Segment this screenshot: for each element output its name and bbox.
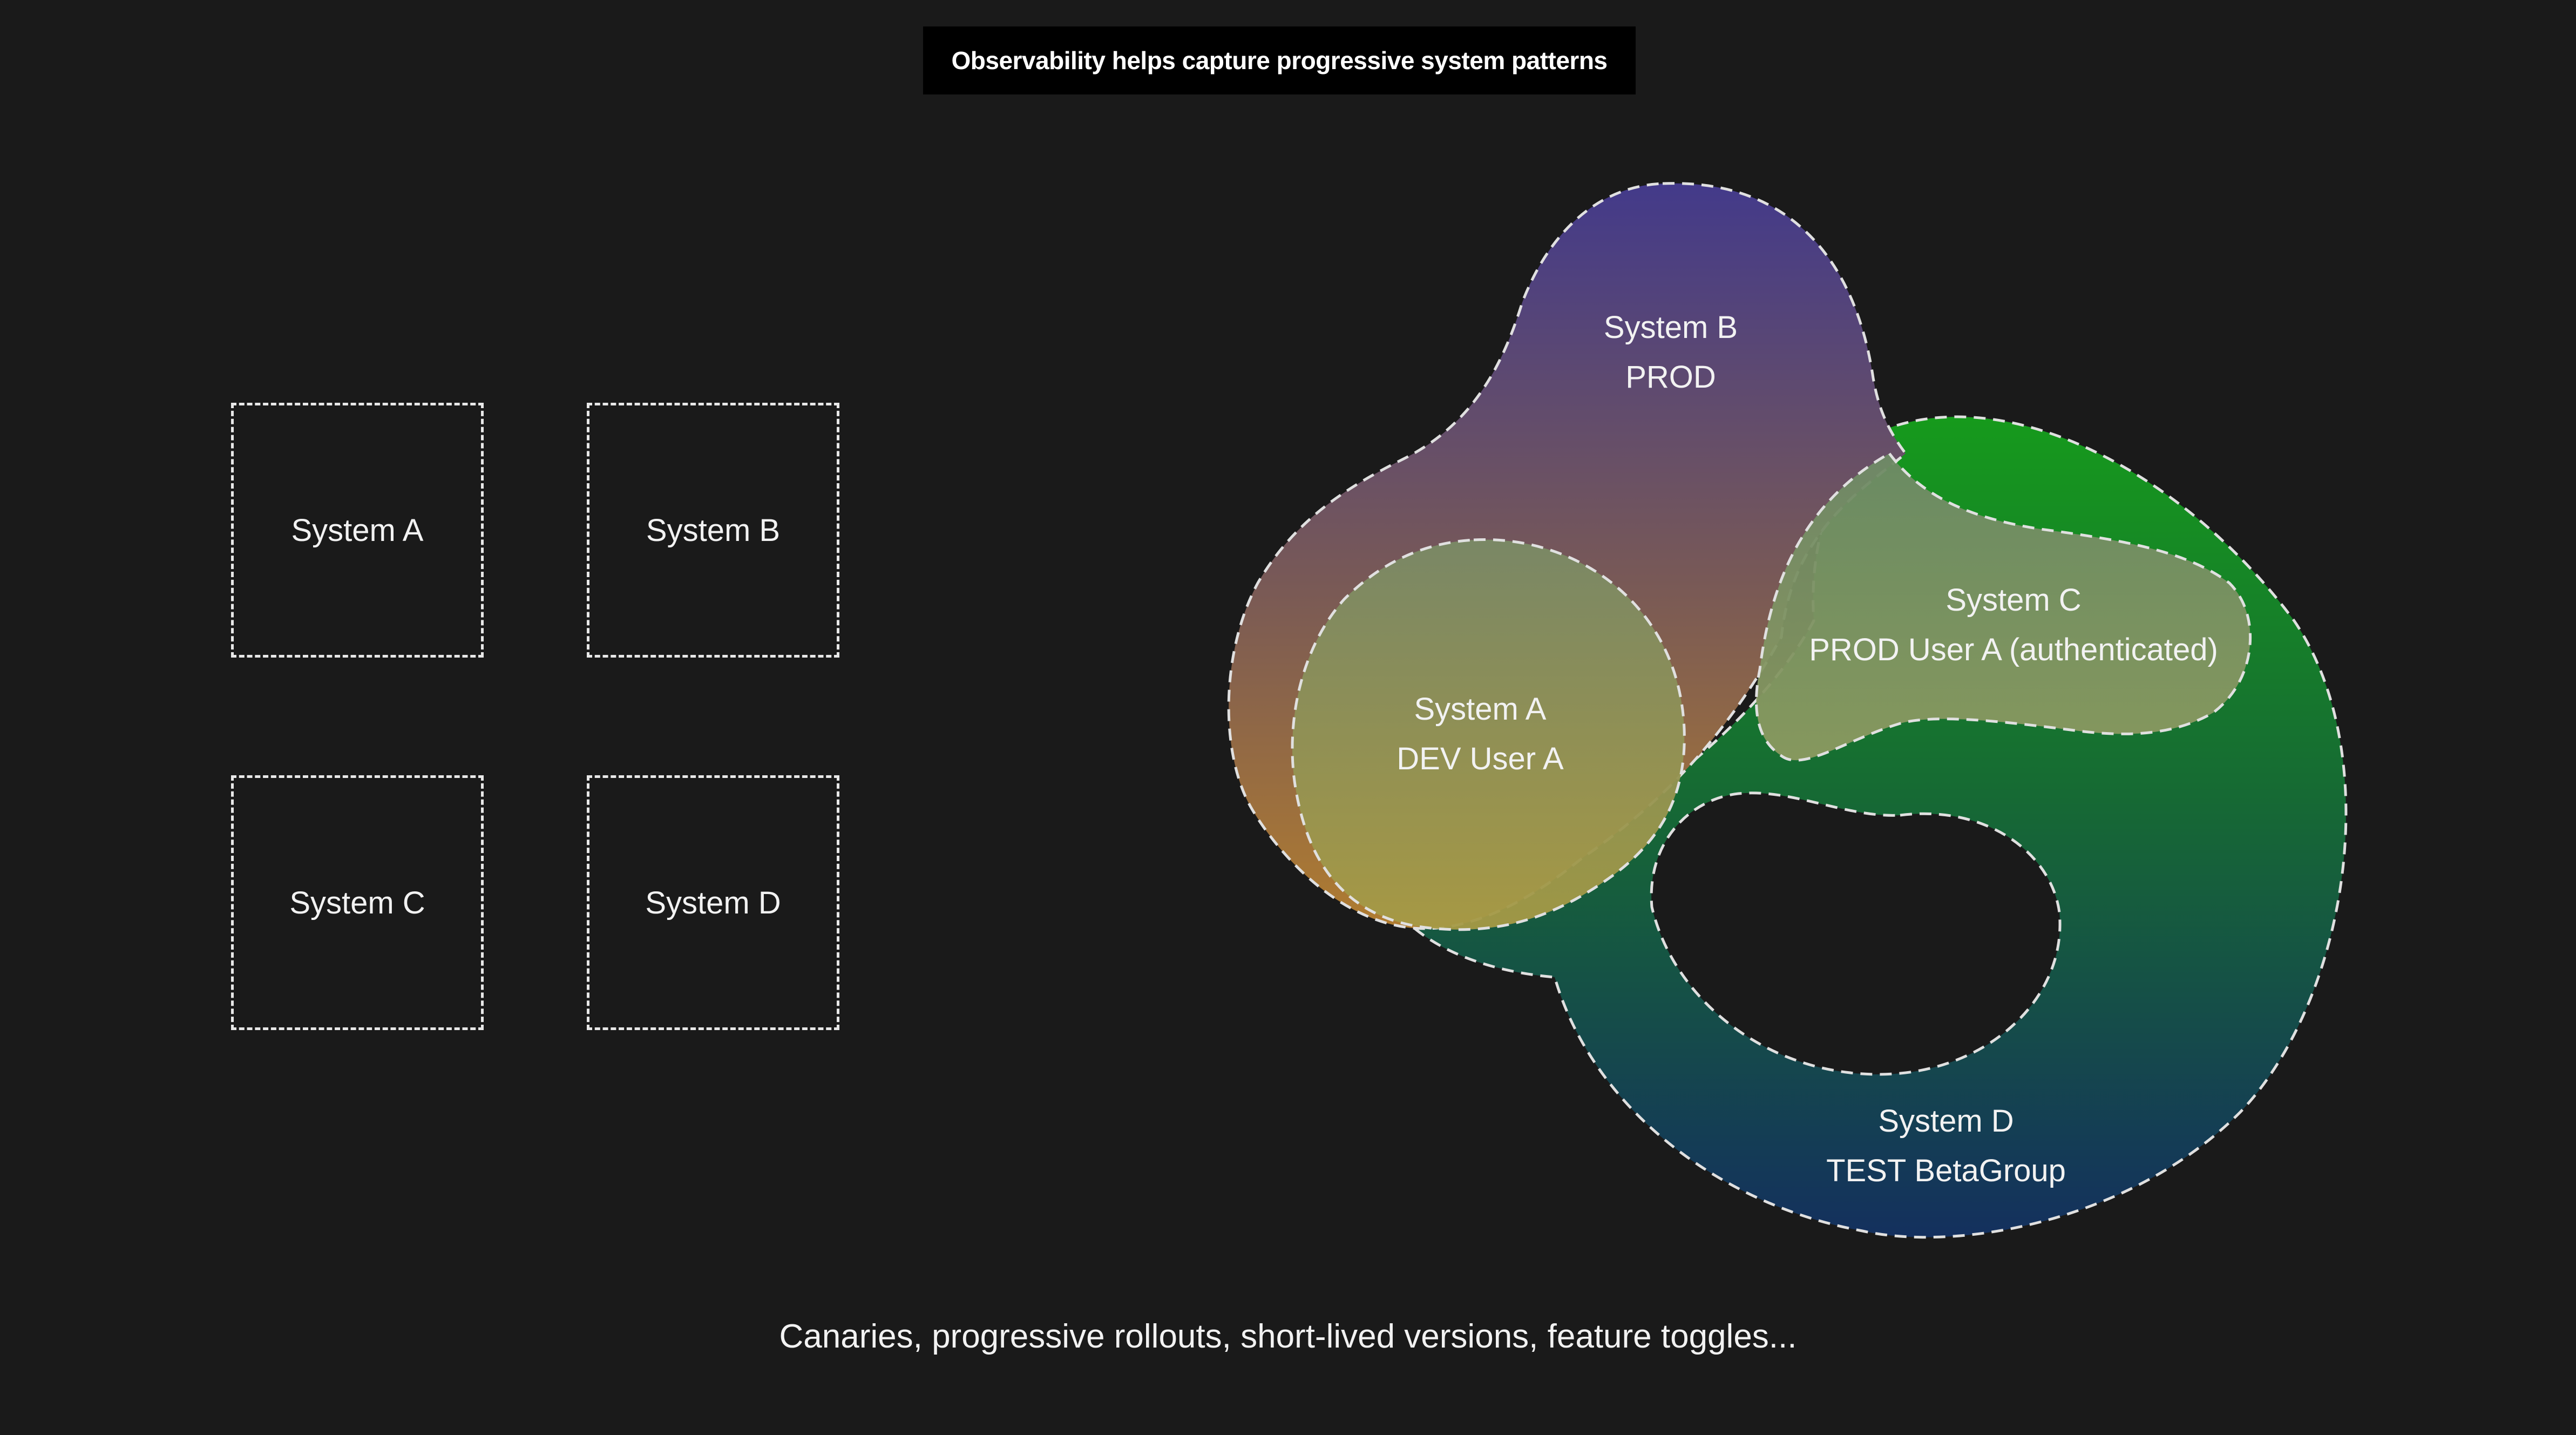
region-a-label: DEV User A — [1397, 741, 1564, 776]
region-b-name: System B — [1604, 310, 1738, 345]
caption: Canaries, progressive rollouts, short-li… — [779, 1318, 1797, 1355]
region-d-name: System D — [1878, 1104, 2014, 1139]
system-a-label: System A — [291, 512, 424, 548]
title-text: Observability helps capture progressive … — [951, 46, 1608, 75]
system-c-box: System C — [231, 775, 484, 1030]
region-c-name: System C — [1945, 583, 2081, 618]
title-banner: Observability helps capture progressive … — [923, 26, 1636, 94]
region-b-label: PROD — [1625, 360, 1716, 395]
region-d-label: TEST BetaGroup — [1826, 1153, 2066, 1188]
system-d-box: System D — [587, 775, 839, 1030]
region-a-name: System A — [1414, 692, 1547, 727]
system-c-label: System C — [289, 885, 425, 920]
system-b-label: System B — [646, 512, 781, 548]
system-a-box: System A — [231, 403, 484, 658]
system-a-region — [1291, 538, 1686, 931]
system-c-region — [1755, 451, 2252, 762]
system-d-label: System D — [645, 885, 781, 920]
region-c-label: PROD User A (authenticated) — [1809, 632, 2218, 667]
system-b-box: System B — [587, 403, 839, 658]
